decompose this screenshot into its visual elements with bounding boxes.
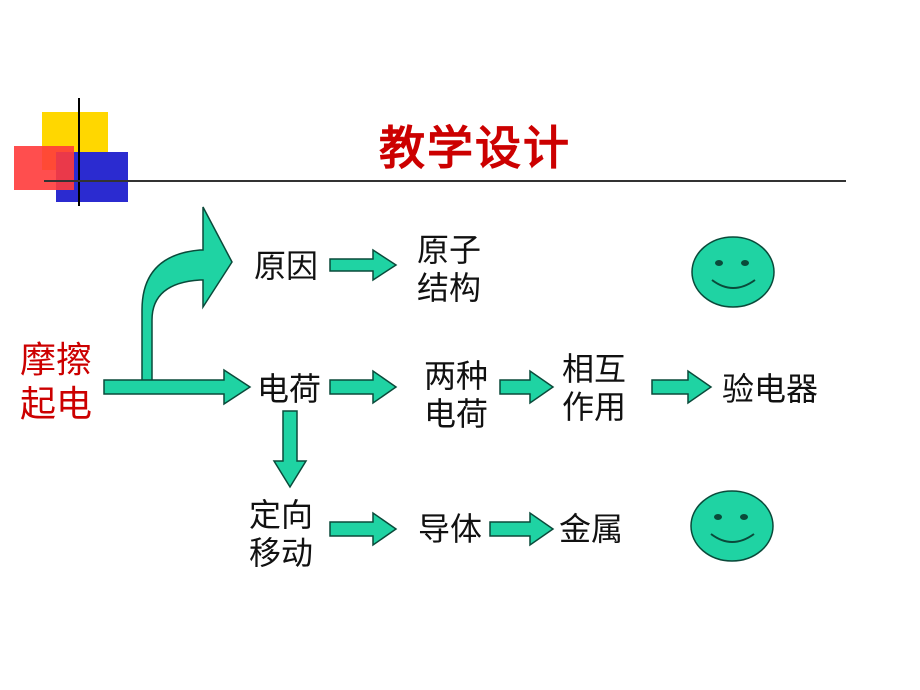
node-directed-movement: 定向 移动: [249, 496, 313, 572]
node-atom-structure: 原子 结构: [417, 231, 481, 307]
node-two-kinds: 两种 电荷: [424, 357, 488, 433]
arrow-reason-to-atom: [329, 248, 398, 282]
node-directed-line1: 定向: [249, 496, 314, 534]
node-charge: 电荷: [257, 370, 322, 408]
curved-arrow-to-reason: [141, 206, 233, 388]
deco-red-square: [14, 146, 74, 190]
node-conductor: 导体: [418, 510, 483, 548]
node-interaction-line2: 作用: [562, 388, 627, 426]
slide-title: 教学设计: [379, 121, 571, 175]
arrow-directed-to-conductor: [329, 511, 398, 547]
node-two-kinds-line2: 电荷: [424, 395, 489, 433]
node-interaction: 相互 作用: [562, 350, 626, 426]
node-two-kinds-line1: 两种: [424, 357, 489, 395]
smiley-face-icon: [690, 490, 774, 562]
arrow-charge-to-directed: [272, 410, 308, 489]
node-directed-line2: 移动: [249, 534, 314, 572]
arrow-two-kinds-to-interaction: [499, 369, 555, 405]
smiley-face-icon: [691, 236, 775, 308]
arrow-charge-to-two-kinds: [329, 369, 398, 405]
source-line1: 摩擦: [20, 340, 93, 381]
arrow-conductor-to-metal: [489, 511, 555, 547]
source-line2: 起电: [20, 384, 93, 425]
node-atom-line1: 原子: [417, 231, 482, 269]
node-metal: 金属: [559, 510, 624, 548]
node-reason: 原因: [254, 247, 319, 285]
node-interaction-line1: 相互: [562, 350, 627, 388]
arrow-interaction-to-electroscope: [651, 369, 713, 405]
node-atom-line2: 结构: [417, 269, 482, 307]
node-electroscope: 验电器: [722, 370, 819, 408]
source-node: 摩擦 起电: [20, 339, 92, 427]
arrow-source-to-charge: [103, 368, 252, 406]
